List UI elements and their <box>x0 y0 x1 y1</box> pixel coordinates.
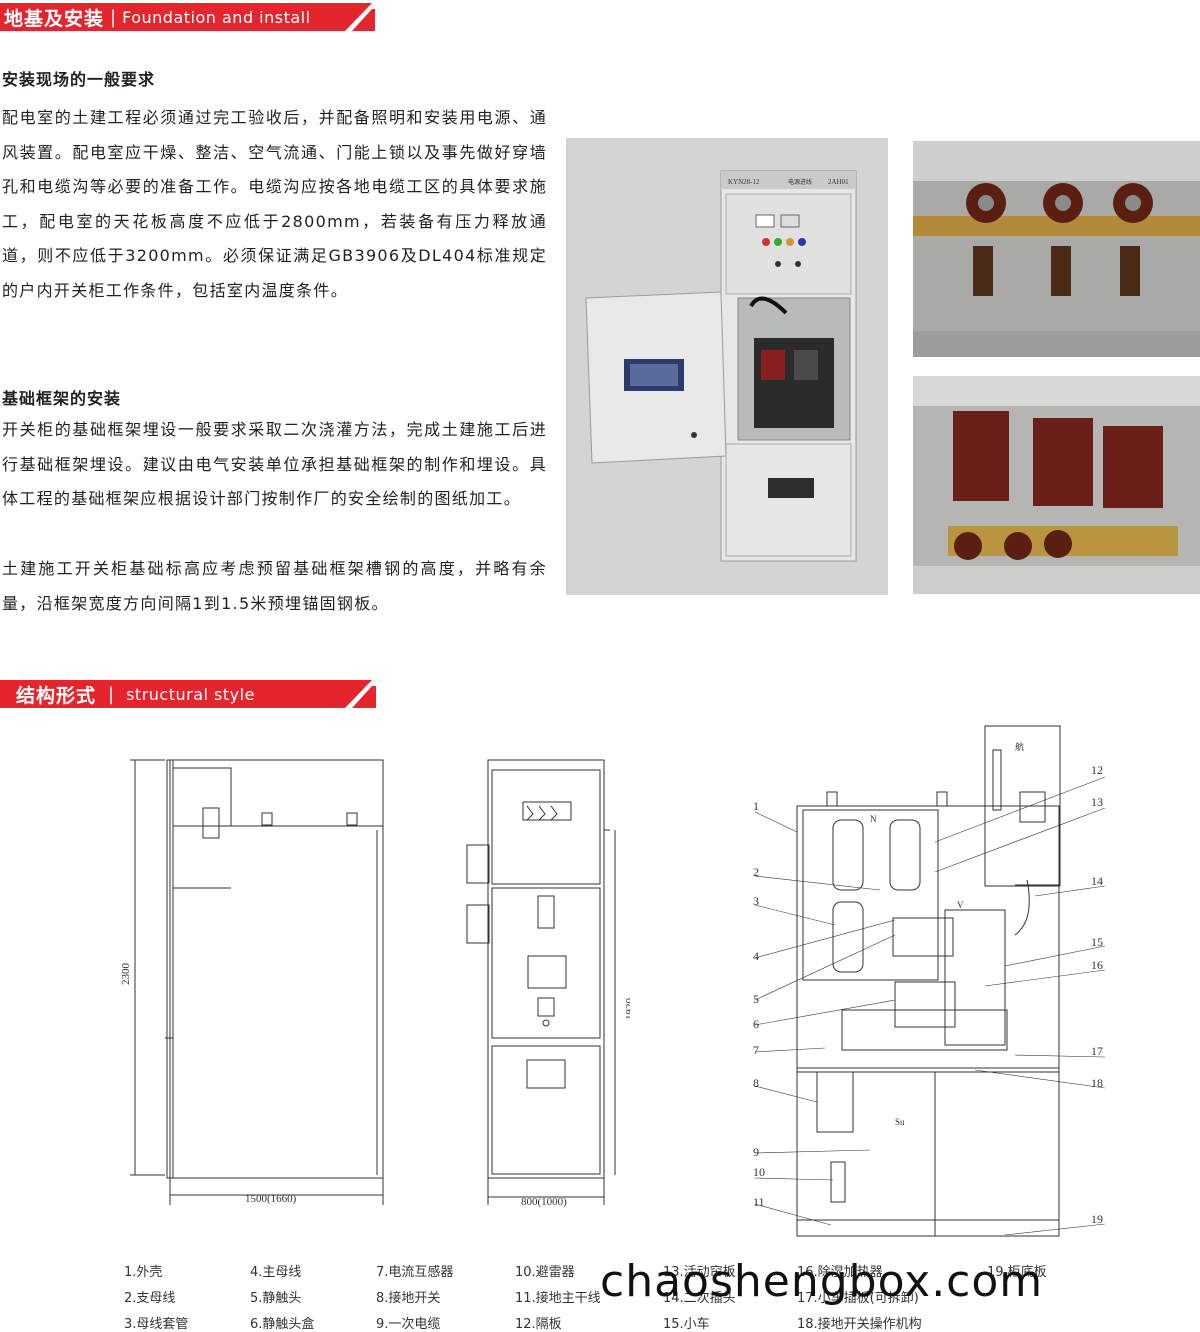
heading-site-requirements: 安装现场的一般要求 <box>2 70 156 89</box>
legend-item: 19.柜底板 <box>987 1265 1047 1280</box>
banner2-title-cn: 结构形式 <box>16 684 97 707</box>
callout-1: 1 <box>753 799 759 813</box>
legend-item: 3.母线套管 <box>124 1317 189 1332</box>
watermark-url[interactable]: chaoshengbox.com <box>600 1256 1044 1307</box>
heading-frame-install: 基础框架的安装 <box>2 389 122 408</box>
callout-12: 12 <box>1091 763 1103 777</box>
callout-14: 14 <box>1091 874 1103 888</box>
callout-17: 17 <box>1091 1044 1103 1058</box>
callout-6: 6 <box>753 1017 759 1031</box>
legend-item: 18.接地开关操作机构 <box>797 1317 922 1332</box>
drawing-side-view: 2300 1500(1660) <box>120 759 384 1205</box>
banner2-separator: | <box>108 683 115 705</box>
legend-item: 14.二次插头 <box>663 1291 736 1306</box>
section-banner-structure: 结构形式 | structural style <box>0 680 376 708</box>
drawing-cross-section: 1 2 3 4 5 6 7 8 9 10 11 12 13 14 15 16 1… <box>753 725 1106 1237</box>
inner-label-su: Su <box>895 1117 905 1127</box>
legend-item: 2.支母线 <box>124 1291 176 1306</box>
legend-item: 9.一次电缆 <box>376 1317 441 1332</box>
photo-switchgear-cabinet: KYN28-12 电源进线 2AH01 <box>566 138 888 595</box>
legend-item: 1.外壳 <box>124 1265 163 1280</box>
callout-11: 11 <box>753 1195 765 1209</box>
callout-16: 16 <box>1091 958 1103 972</box>
callout-18: 18 <box>1091 1076 1103 1090</box>
legend-item: 8.接地开关 <box>376 1291 441 1306</box>
callout-19: 19 <box>1091 1212 1103 1226</box>
cabinet-code-label: 2AH01 <box>828 178 849 186</box>
callout-8: 8 <box>753 1076 759 1090</box>
inner-label-n: N <box>870 814 877 824</box>
legend-item: 10.避雷器 <box>515 1265 575 1280</box>
callout-15: 15 <box>1091 935 1103 949</box>
callout-2: 2 <box>753 865 759 879</box>
legend-item: 13.活动帘板 <box>663 1265 736 1280</box>
banner-title-en: Foundation and install <box>122 7 311 27</box>
callout-3: 3 <box>753 894 759 908</box>
dim-width-1500: 1500(1660) <box>245 1193 297 1205</box>
photo-busbar-insulators <box>913 141 1200 357</box>
callout-10: 10 <box>753 1165 765 1179</box>
callout-13: 13 <box>1091 795 1103 809</box>
callout-9: 9 <box>753 1145 759 1159</box>
banner-title-cn: 地基及安装 <box>4 7 105 30</box>
legend-item: 7.电流互感器 <box>376 1265 454 1280</box>
banner-separator: | <box>110 6 117 28</box>
legend-item: 15.小车 <box>663 1317 710 1332</box>
inner-label-v: V <box>957 900 964 910</box>
photo-current-transformers <box>913 376 1200 594</box>
banner-shape <box>0 3 375 31</box>
dim-depth-800: 800(1000) <box>521 1196 567 1208</box>
paragraph-frame-install: 开关柜的基础框架埋设一般要求采取二次浇灌方法，完成土建施工后进行基础框架埋设。建… <box>2 420 547 508</box>
banner-shape-2 <box>0 680 376 708</box>
legend-item: 11.接地主干线 <box>515 1291 601 1306</box>
legend-item: 5.静触头 <box>250 1291 302 1306</box>
callout-7: 7 <box>753 1043 759 1057</box>
section-banner-foundation: 地基及安装 | Foundation and install <box>0 3 375 31</box>
legend-item: 6.静触头盒 <box>250 1317 315 1332</box>
legend-item: 4.主母线 <box>250 1265 302 1280</box>
drawing-front-view: 1920 800(1000) <box>466 759 630 1208</box>
cabinet-sub-label: 电源进线 <box>788 178 812 186</box>
cabinet-model-label: KYN28-12 <box>728 178 760 186</box>
paragraph-site-requirements: 配电室的土建工程必须通过完工验收后，并配备照明和安装用电源、通风装置。配电室应干… <box>2 108 547 300</box>
banner2-title-en: structural style <box>126 684 255 704</box>
paragraph-foundation-level: 土建施工开关柜基础标高应考虑预留基础框架槽钢的高度，并略有余量，沿框架宽度方向间… <box>2 559 547 613</box>
dim-height-2300: 2300 <box>120 963 132 986</box>
inner-label-top: 航 <box>1015 741 1024 752</box>
legend-item: 12.隔板 <box>515 1317 562 1332</box>
callout-4: 4 <box>753 949 759 963</box>
dim-height-1920: 1920 <box>624 998 630 1021</box>
callout-5: 5 <box>753 992 759 1006</box>
legend-item: 16.除湿加热器 <box>797 1265 883 1280</box>
legend-item: 17.小车插板(可拆卸) <box>797 1291 919 1306</box>
